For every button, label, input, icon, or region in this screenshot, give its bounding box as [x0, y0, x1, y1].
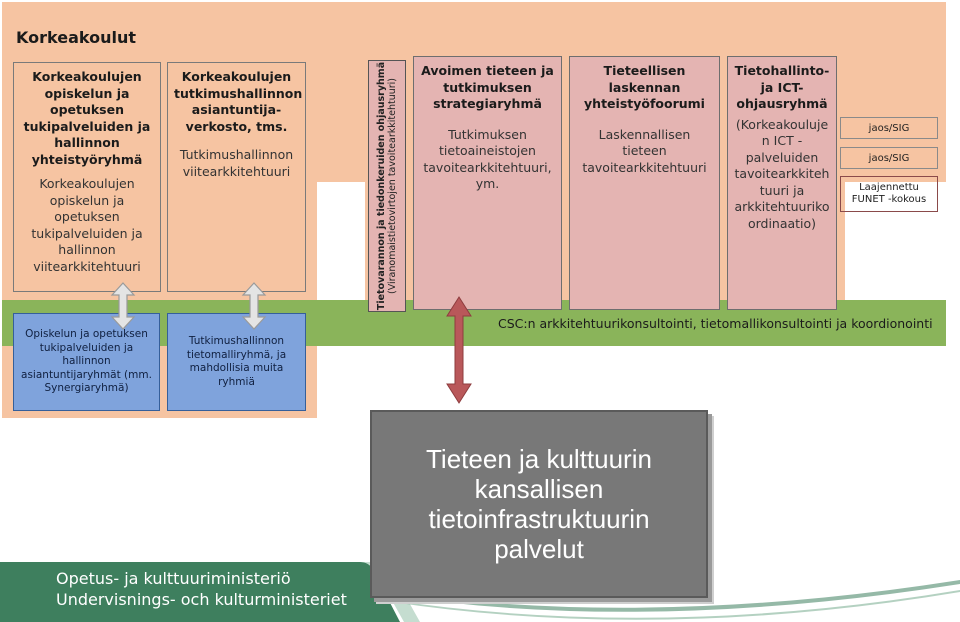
- box-title: Tieteellisen laskennan yhteistyöfoorumi: [584, 63, 705, 111]
- box-title: Tietohallinto-ja ICT-ohjausryhmä: [734, 63, 830, 111]
- box-kansallinen-tietoinfrastruktuuri: Tieteen ja kulttuurin kansallisen tietoi…: [370, 410, 708, 598]
- footer-ministry-fi: Opetus- ja kulttuuriministeriö: [56, 569, 291, 588]
- box-body: Tutkimushallinnon viitearkkitehtuuri: [179, 147, 294, 179]
- box-tietovaranto-ohjausryhma: Tietovarannon ja tiedonkeruiden ohjausry…: [368, 60, 406, 312]
- footer-ministry-sv: Undervisnings- och kulturministeriet: [56, 590, 347, 609]
- double-arrow-icon: [110, 282, 136, 330]
- vertical-body: (Viranomaistietovirtojen tavoitearkkiteh…: [387, 77, 398, 295]
- vertical-text: Tietovarannon ja tiedonkeruiden ohjausry…: [376, 62, 398, 310]
- box-title: Korkeakoulujen opiskelun ja opetuksen tu…: [23, 69, 151, 167]
- box-tutkimushallinto-verkosto: Korkeakoulujen tutkimushallinnon asiantu…: [167, 62, 306, 292]
- csc-band-label: CSC:n arkkitehtuurikonsultointi, tietoma…: [498, 316, 933, 331]
- box-avoin-tiede-strategiaryhma: Avoimen tieteen ja tutkimuksen strategia…: [413, 56, 562, 310]
- box-asiantuntijaryhmat: Opiskelun ja opetuksen tukipalveluiden j…: [13, 313, 160, 411]
- box-tietomalliryhma: Tutkimushallinnon tietomalliryhmä, ja ma…: [167, 313, 306, 411]
- vertical-title: Tietovarannon ja tiedonkeruiden ohjausry…: [376, 61, 387, 311]
- side-box-jaos-sig-1: jaos/SIG: [840, 117, 938, 139]
- side-box-funet: Laajennettu FUNET -kokous: [840, 176, 938, 212]
- red-double-arrow-icon: [446, 296, 472, 404]
- box-tietohallinto-ict-ohjausryhma: Tietohallinto-ja ICT-ohjausryhmä (Korkea…: [727, 56, 837, 310]
- double-arrow-icon: [241, 282, 267, 330]
- grey-box-label: Tieteen ja kulttuurin kansallisen tietoi…: [426, 444, 652, 564]
- box-tieteellinen-laskenta-foorumi: Tieteellisen laskennan yhteistyöfoorumi …: [569, 56, 720, 310]
- box-title: Korkeakoulujen tutkimushallinnon asiantu…: [174, 69, 303, 134]
- box-title: Avoimen tieteen ja tutkimuksen strategia…: [421, 63, 554, 111]
- box-body: Tutkimuksen tietoaineistojen tavoitearkk…: [423, 126, 552, 192]
- box-body: (Korkeakouluje n ICT - palveluiden tavoi…: [734, 116, 830, 231]
- region-title: Korkeakoulut: [16, 28, 136, 47]
- box-opiskelu-yhteistyoryhma: Korkeakoulujen opiskelun ja opetuksen tu…: [13, 62, 161, 292]
- box-body: Korkeakoulujen opiskelun ja opetuksen tu…: [31, 176, 143, 274]
- box-body: Laskennallisen tieteen tavoitearkkitehtu…: [582, 126, 707, 175]
- side-box-jaos-sig-2: jaos/SIG: [840, 147, 938, 169]
